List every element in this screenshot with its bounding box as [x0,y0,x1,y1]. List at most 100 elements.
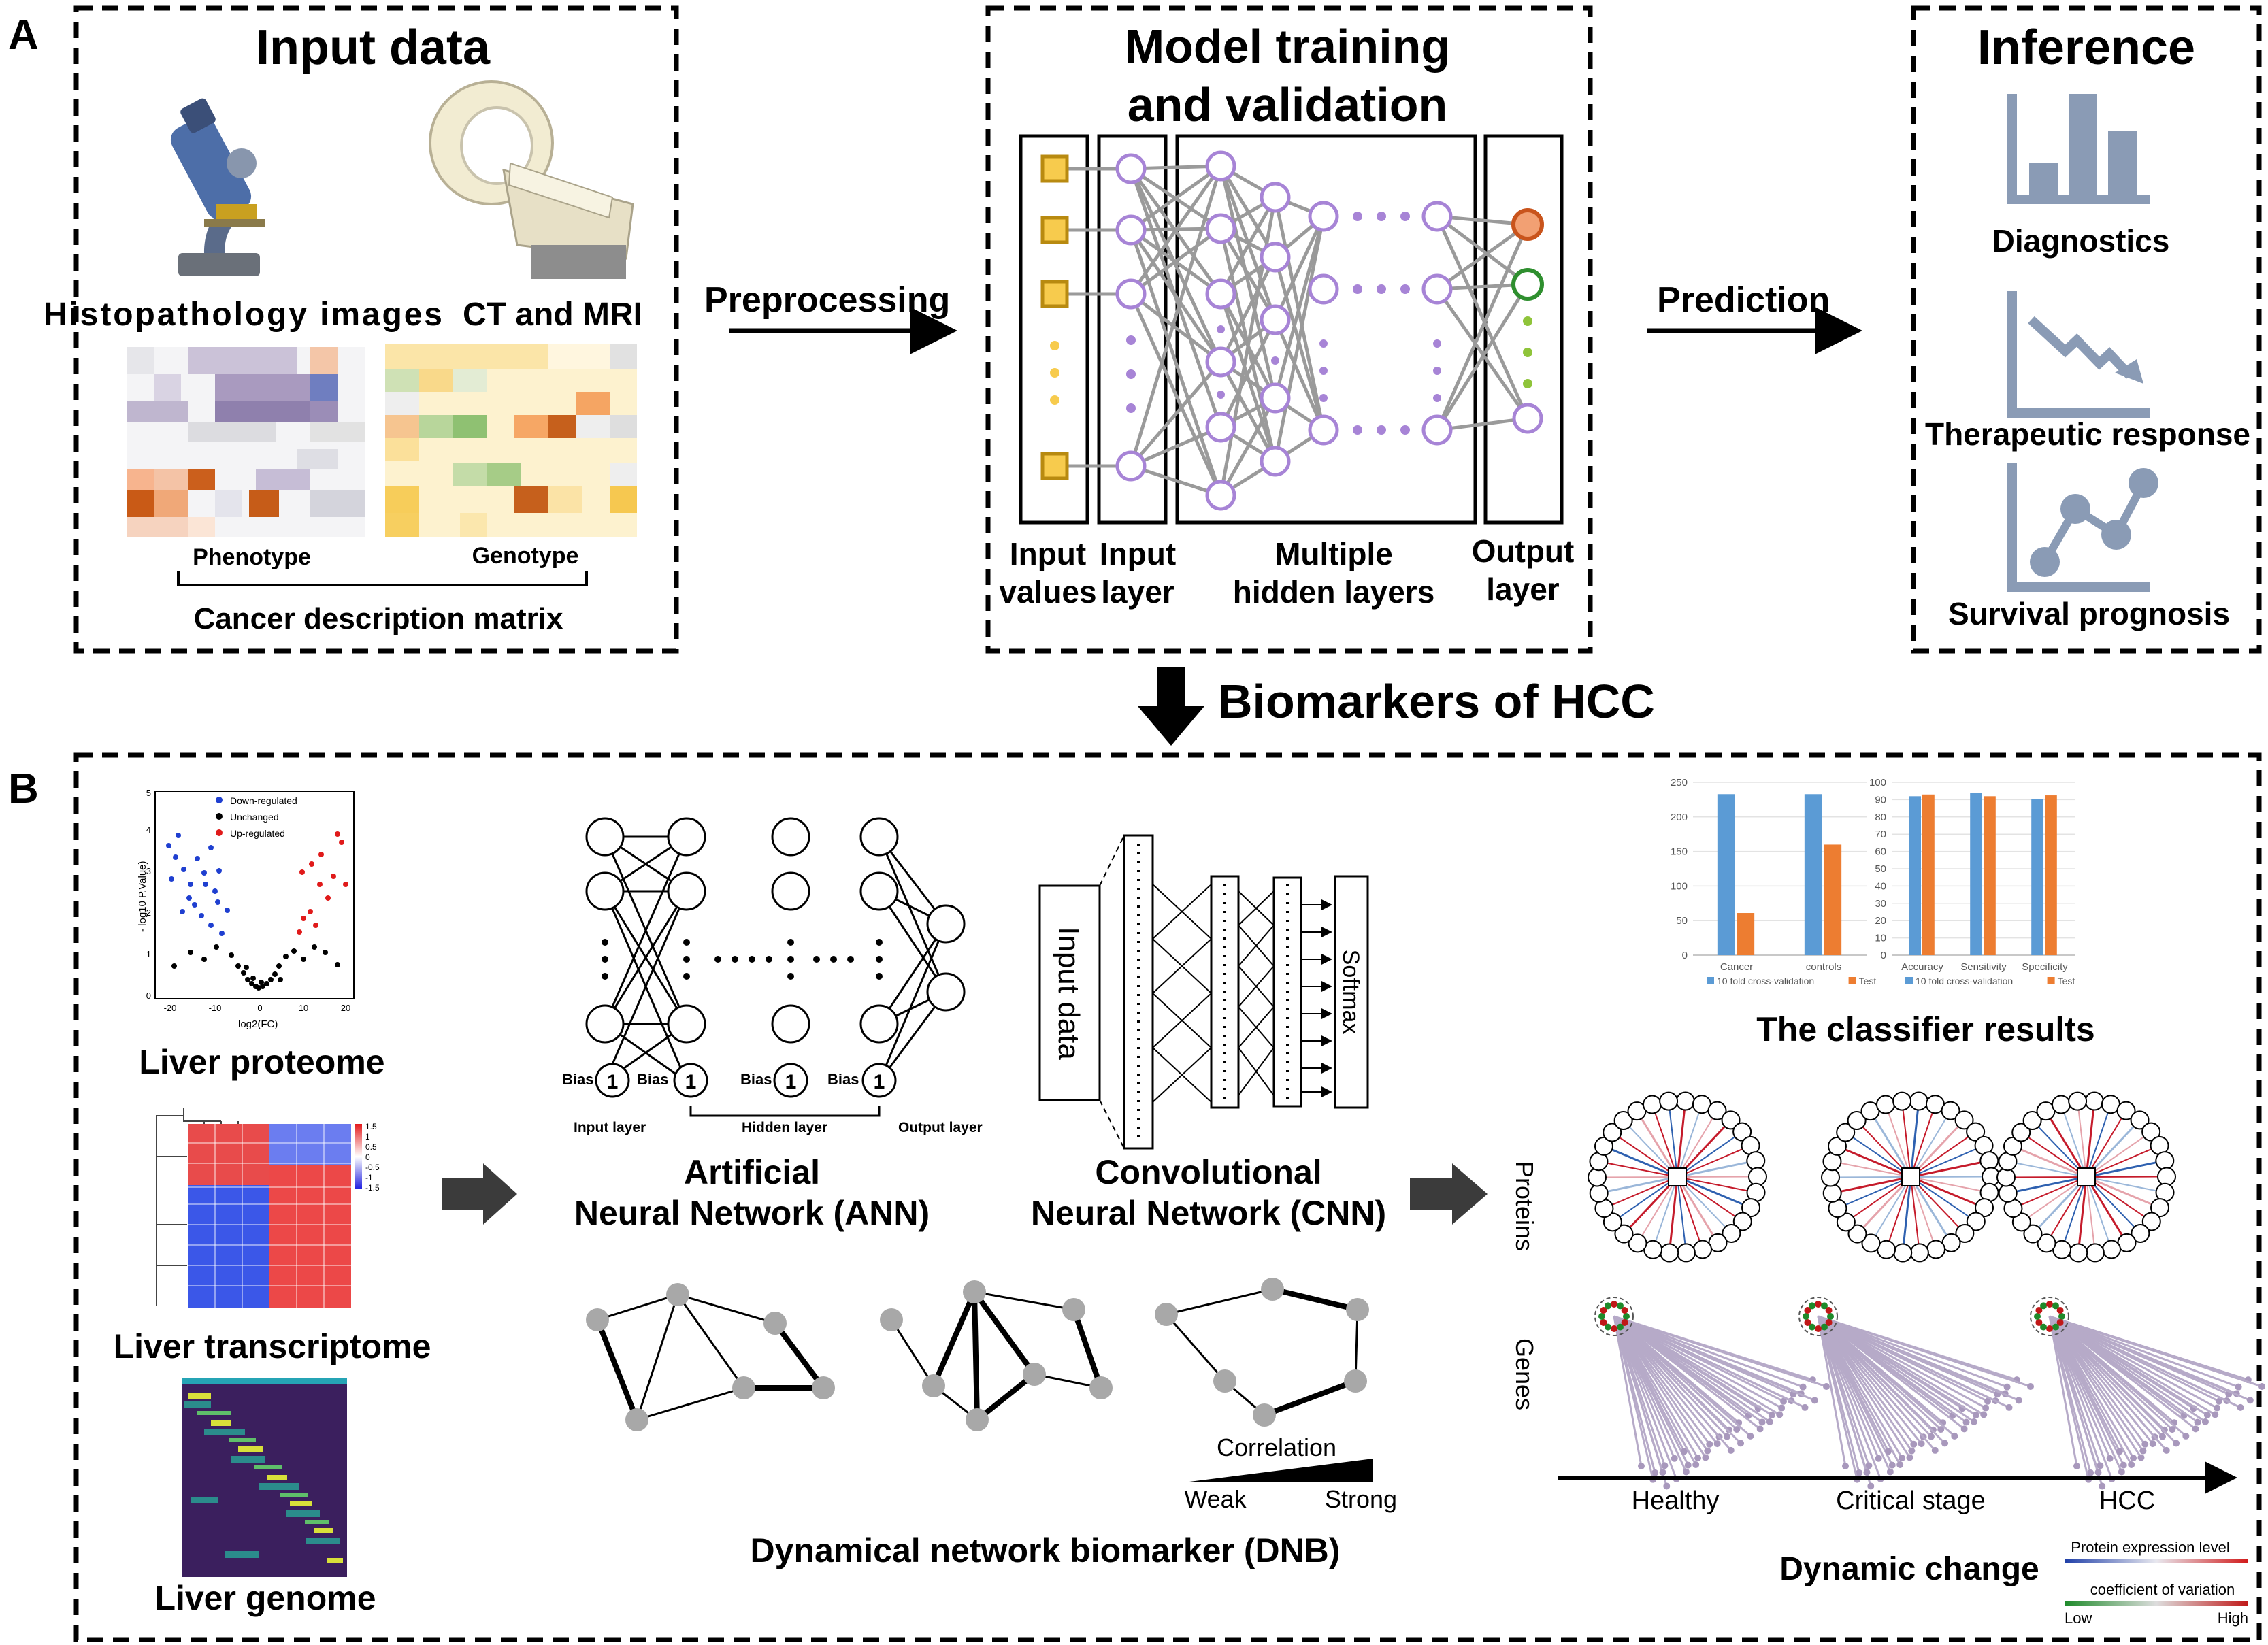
biomarkers-arrow [1138,667,1204,746]
protein-edge [1845,1176,1911,1223]
protein-node [2023,1224,2043,1244]
protein-edge [1677,1159,1756,1178]
protein-edge [1596,1176,1678,1178]
gene-edge [1818,1315,1984,1416]
bar [1824,844,1842,955]
protein-edge [1830,1176,1911,1178]
gene-node [2160,1426,2168,1433]
protein-edge [2086,1176,2160,1209]
protein-edge [1885,1104,1911,1178]
gene-edge [1818,1315,1975,1423]
gene-node [2246,1397,2254,1404]
volcano-ytick: 3 [146,866,151,876]
gene-node [2214,1404,2221,1412]
line-chart-icon [2007,463,2158,592]
bar [1970,793,1982,955]
gene-node [2212,1411,2219,1418]
bar [1804,794,1822,955]
gene-edge [1613,1315,1761,1430]
legend-swatch [2047,977,2055,984]
protein-node [2101,1240,2121,1259]
gene-node [1908,1447,1916,1455]
hub-gene-dot [2056,1319,2064,1326]
gene-edge [2048,1315,2177,1444]
genotype-label: Genotype [472,543,579,569]
bar [1909,796,1921,955]
gene-edge [1818,1315,1965,1430]
protein-edge [1837,1145,1911,1178]
protein-edge [1910,1176,1990,1193]
gene-edge [2048,1316,2078,1467]
protein-node [2131,1223,2150,1243]
biomarkers-label: Biomarkers of HCC [1218,675,1655,728]
gene-node [1758,1418,1766,1426]
gene-node [1747,1432,1754,1440]
gene-node [1823,1383,1830,1390]
protein-node [1594,1136,1613,1156]
flow-arrow-2 [1410,1163,1488,1225]
gene-node [1768,1412,1775,1419]
hub-gene-dot [1617,1323,1624,1331]
hub-gene-dot [1825,1319,1833,1326]
volcano-plot: Down-regulated Unchanged Up-regulated - … [137,788,355,1030]
gene-node [1778,1404,1786,1412]
protein-edge [1910,1159,1990,1178]
hub-ring [2030,1297,2069,1336]
ann-diagram [585,817,966,1117]
gene-edge [2049,1315,2197,1430]
y-tick-label: 100 [1671,880,1688,892]
hub-gene-dot [1803,1313,1809,1320]
heatmap-scale-tick: 1.5 [365,1122,377,1131]
category-label: Accuracy [1901,961,1943,973]
gene-node [1663,1482,1671,1490]
hub-gene-dot [1827,1313,1834,1320]
gene-edge [1817,1316,1858,1480]
protein-edge [1677,1176,1687,1253]
gene-edge [1817,1316,1892,1473]
protein-edge [2061,1176,2087,1250]
ann-bias-label: Bias [827,1071,859,1088]
input-data-title: Input data [256,20,491,75]
gene-edge [1613,1315,1742,1444]
bar [1737,913,1755,955]
gene-edge [1817,1316,1936,1451]
protein-edge [1637,1176,1678,1244]
gene-node [1856,1469,1863,1476]
protein-node [1876,1095,1896,1114]
stage-label-critical: Critical stage [1836,1486,1986,1515]
genotype-heatmap [385,344,637,537]
gene-node [2027,1383,2034,1390]
gene-edge [1613,1315,1815,1401]
hub-ring [1798,1297,1838,1336]
protein-node [1892,1091,1912,1111]
protein-node [1941,1101,1960,1120]
panel-b-box [73,752,2262,1642]
gene-node [1725,1426,1732,1433]
gene-node [1937,1426,1945,1433]
protein-edge [2086,1176,2096,1253]
gene-edge [2048,1316,2090,1480]
volcano-xlabel: log2(FC) [238,1018,278,1030]
protein-edge [2060,1104,2087,1178]
volcano-legend-up: Up-regulated [230,828,285,839]
gene-node [1927,1433,1935,1440]
protein-node [2069,1243,2088,1263]
gene-edge [2049,1315,2216,1416]
diagnostics-label: Diagnostics [1992,223,2170,259]
gene-edge [1818,1315,1986,1409]
protein-node [1589,1183,1609,1203]
y-tick-label: 20 [1875,915,1886,927]
gene-node [2173,1440,2180,1447]
y-tick-label: 250 [1671,777,1688,788]
model-title-line2: and validation [1128,78,1448,131]
gene-node [1931,1446,1939,1454]
gene-node [1941,1440,1949,1447]
protein-edge [1837,1176,1911,1209]
bar [2031,799,2043,955]
input-values-l2: values [999,574,1096,610]
protein-edge [1870,1176,1911,1244]
hub-node [1901,1167,1920,1186]
protein-edge [2045,1176,2087,1244]
gene-node [1982,1404,1990,1412]
